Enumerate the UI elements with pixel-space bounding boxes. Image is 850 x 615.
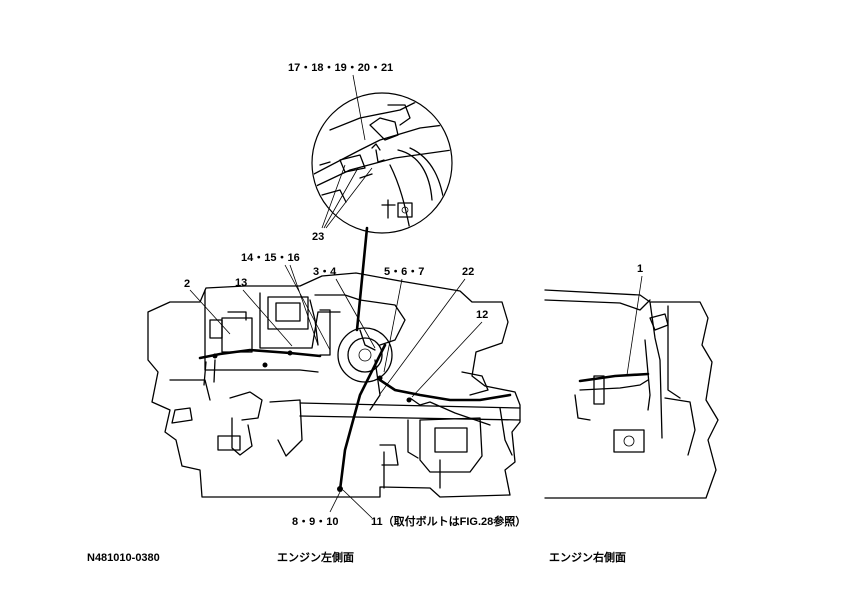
engine-right-view: 1 <box>544 263 719 499</box>
label-13: 13 <box>235 277 247 289</box>
label-8-10: 8・9・10 <box>292 516 338 528</box>
detail-circle: 17・18・19・20・21 23 <box>288 62 453 243</box>
label-17-21: 17・18・19・20・21 <box>288 62 393 74</box>
label-5-7: 5・6・7 <box>384 266 424 278</box>
leader-detail <box>355 226 369 332</box>
label-1: 1 <box>637 263 643 275</box>
wire-harness-left <box>198 348 322 360</box>
label-23: 23 <box>312 231 324 243</box>
label-12: 12 <box>476 309 488 321</box>
figure-id: N481010-0380 <box>87 552 160 564</box>
label-3-4: 3・4 <box>313 266 337 278</box>
caption-right-view: エンジン右側面 <box>549 550 626 564</box>
engine-left-view: 2 13 14・15・16 3・4 5・6・7 22 12 8・9・10 11（… <box>147 252 526 528</box>
label-14-16: 14・15・16 <box>241 252 300 264</box>
label-22: 22 <box>462 266 474 278</box>
label-11: 11（取付ボルトはFIG.28参照） <box>371 514 526 528</box>
label-2: 2 <box>184 278 190 290</box>
caption-left-view: エンジン左側面 <box>277 550 354 564</box>
